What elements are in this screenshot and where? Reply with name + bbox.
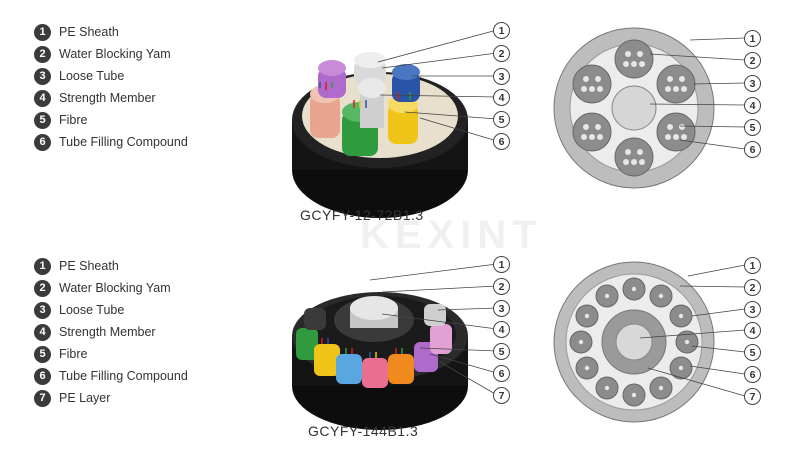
callout-7: 7 bbox=[493, 387, 510, 404]
legend-number: 2 bbox=[34, 45, 51, 63]
callout-1: 1 bbox=[744, 30, 761, 47]
callout-5: 5 bbox=[493, 111, 510, 128]
cross-section-diagram-1 bbox=[553, 27, 746, 189]
callout-4: 4 bbox=[493, 321, 510, 338]
callout-3: 3 bbox=[744, 301, 761, 318]
cable-3d-illustration-2 bbox=[292, 263, 498, 430]
callout-5: 5 bbox=[744, 344, 761, 361]
legend-label: PE Sheath bbox=[59, 259, 119, 273]
legend-number: 6 bbox=[34, 367, 51, 385]
legend-number: 2 bbox=[34, 279, 51, 297]
model-label-2: GCYFY-144B1.3 bbox=[308, 423, 419, 439]
callout-5: 5 bbox=[493, 343, 510, 360]
legend-number: 1 bbox=[34, 23, 51, 41]
legend-item: 5 Fibre bbox=[34, 109, 188, 131]
legend-number: 6 bbox=[34, 133, 51, 151]
callout-1: 1 bbox=[493, 256, 510, 273]
legend-item: 3 Loose Tube bbox=[34, 65, 188, 87]
callout-2: 2 bbox=[744, 52, 761, 69]
legend-number: 3 bbox=[34, 301, 51, 319]
callout-1: 1 bbox=[744, 257, 761, 274]
legend-item: 6 Tube Filling Compound bbox=[34, 365, 188, 387]
legend-item: 1 PE Sheath bbox=[34, 255, 188, 277]
legend-item: 6 Tube Filling Compound bbox=[34, 131, 188, 153]
callout-4: 4 bbox=[744, 97, 761, 114]
model-label-1: GCYFY-12-72B1.3 bbox=[300, 207, 424, 223]
watermark: KEXINT bbox=[360, 213, 543, 257]
legend-number: 5 bbox=[34, 345, 51, 363]
callout-7: 7 bbox=[744, 388, 761, 405]
legend-number: 5 bbox=[34, 111, 51, 129]
callout-6: 6 bbox=[493, 133, 510, 150]
callout-6: 6 bbox=[744, 141, 761, 158]
legend-number: 1 bbox=[34, 257, 51, 275]
legend-number: 7 bbox=[34, 389, 51, 407]
legend-item: 1 PE Sheath bbox=[34, 21, 188, 43]
legend-item: 2 Water Blocking Yam bbox=[34, 277, 188, 299]
legend-item: 5 Fibre bbox=[34, 343, 188, 365]
legend-number: 4 bbox=[34, 89, 51, 107]
legend-number: 3 bbox=[34, 67, 51, 85]
legend-label: Water Blocking Yam bbox=[59, 47, 171, 61]
legend-section-1: 1 PE Sheath 2 Water Blocking Yam 3 Loose Tu… bbox=[34, 21, 188, 153]
callout-2: 2 bbox=[744, 279, 761, 296]
legend-label: Loose Tube bbox=[59, 303, 125, 317]
callout-6: 6 bbox=[493, 365, 510, 382]
callout-3: 3 bbox=[493, 300, 510, 317]
legend-item: 3 Loose Tube bbox=[34, 299, 188, 321]
legend-number: 4 bbox=[34, 323, 51, 341]
legend-label: Water Blocking Yam bbox=[59, 281, 171, 295]
legend-item: 4 Strength Member bbox=[34, 321, 188, 343]
legend-section-2: 1 PE Sheath 2 Water Blocking Yam 3 Loose Tu… bbox=[34, 255, 188, 409]
legend-label: Strength Member bbox=[59, 325, 156, 339]
legend-item: 7 PE Layer bbox=[34, 387, 188, 409]
cross-section-diagram-2 bbox=[553, 261, 746, 423]
callout-4: 4 bbox=[493, 89, 510, 106]
callout-4: 4 bbox=[744, 322, 761, 339]
legend-item: 4 Strength Member bbox=[34, 87, 188, 109]
legend-label: Fibre bbox=[59, 347, 88, 361]
callout-2: 2 bbox=[493, 45, 510, 62]
callout-3: 3 bbox=[493, 68, 510, 85]
callout-6: 6 bbox=[744, 366, 761, 383]
cable-3d-illustration-1 bbox=[292, 29, 498, 218]
callout-1: 1 bbox=[493, 22, 510, 39]
legend-label: Strength Member bbox=[59, 91, 156, 105]
legend-item: 2 Water Blocking Yam bbox=[34, 43, 188, 65]
callout-3: 3 bbox=[744, 75, 761, 92]
legend-label: Tube Filling Compound bbox=[59, 369, 188, 383]
legend-label: PE Sheath bbox=[59, 25, 119, 39]
legend-label: Tube Filling Compound bbox=[59, 135, 188, 149]
callout-5: 5 bbox=[744, 119, 761, 136]
legend-label: PE Layer bbox=[59, 391, 111, 405]
callout-2: 2 bbox=[493, 278, 510, 295]
legend-label: Loose Tube bbox=[59, 69, 125, 83]
legend-label: Fibre bbox=[59, 113, 88, 127]
